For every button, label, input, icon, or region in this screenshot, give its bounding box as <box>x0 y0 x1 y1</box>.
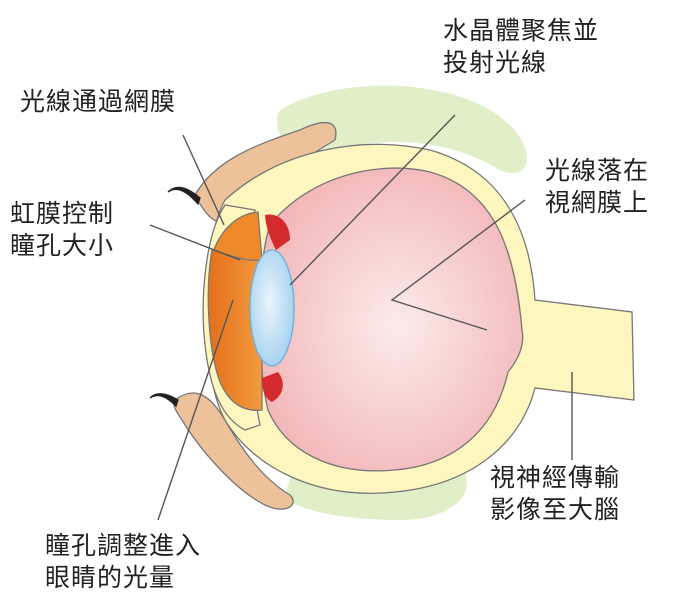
label-lens-focus: 水晶體聚焦並 投射光線 <box>443 15 599 79</box>
lower-eyelash <box>150 394 178 406</box>
label-optic-nerve: 視神經傳輸 影像至大腦 <box>490 462 620 526</box>
lens <box>250 250 294 366</box>
label-light-through-retina: 光線通過網膜 <box>20 86 176 118</box>
upper-eyelash <box>168 187 200 204</box>
eyeball-interior <box>260 168 523 471</box>
label-iris-control: 虹膜控制 瞳孔大小 <box>10 198 114 262</box>
label-pupil-adjust: 瞳孔調整進入 眼睛的光量 <box>45 530 201 594</box>
label-light-on-retina: 光線落在 視網膜上 <box>545 155 649 219</box>
